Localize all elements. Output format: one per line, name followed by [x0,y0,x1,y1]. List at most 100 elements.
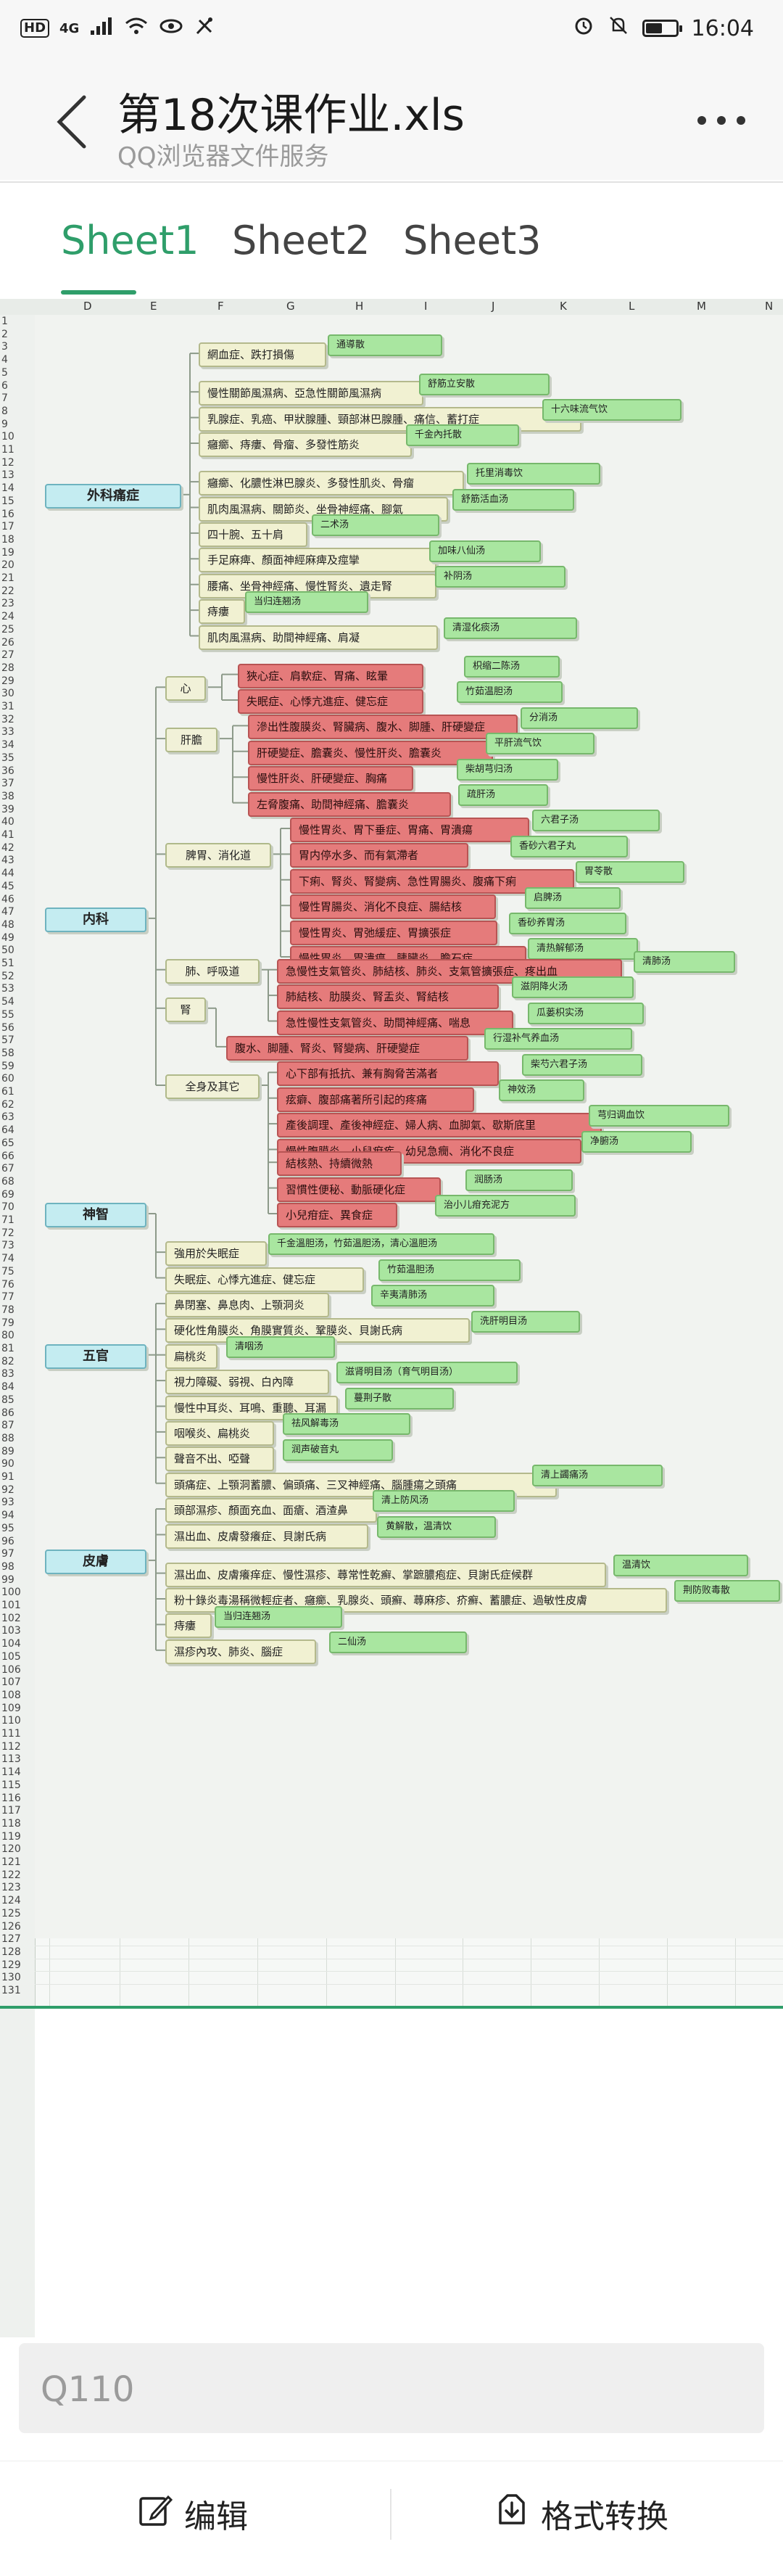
row-number[interactable]: 85 [1,1394,14,1406]
row-number[interactable]: 103 [1,1625,21,1637]
row-number[interactable]: 72 [1,1227,14,1239]
cell-reference-bar[interactable]: Q110 [19,2343,764,2433]
row-number[interactable]: 50 [1,945,14,957]
row-number[interactable]: 25 [1,623,14,635]
row-number[interactable]: 121 [1,1856,21,1868]
row-number[interactable]: 38 [1,790,14,802]
row-number[interactable]: 82 [1,1355,14,1367]
row-number[interactable]: 86 [1,1407,14,1419]
tab-sheet2[interactable]: Sheet2 [232,218,370,263]
row-number[interactable]: 130 [1,1972,21,1984]
column-label[interactable]: D [83,300,92,313]
row-number[interactable]: 73 [1,1240,14,1252]
empty-cells[interactable] [35,2009,783,2337]
row-number[interactable]: 26 [1,636,14,649]
row-number[interactable]: 24 [1,611,14,623]
row-number[interactable]: 37 [1,778,14,790]
row-number[interactable]: 27 [1,649,14,662]
row-number[interactable]: 21 [1,572,14,584]
row-number[interactable]: 39 [1,803,14,815]
row-number[interactable]: 78 [1,1304,14,1316]
row-number[interactable]: 31 [1,701,14,712]
row-number[interactable]: 74 [1,1253,14,1265]
row-number[interactable]: 56 [1,1021,14,1034]
row-number[interactable]: 110 [1,1715,21,1727]
row-number[interactable]: 10 [1,431,14,443]
row-number[interactable]: 64 [1,1124,14,1137]
row-number[interactable]: 117 [1,1805,21,1817]
row-number[interactable]: 71 [1,1214,14,1226]
tab-sheet1[interactable]: Sheet1 [61,218,199,263]
row-number[interactable]: 20 [1,559,14,572]
row-number[interactable]: 108 [1,1689,21,1701]
row-number[interactable]: 34 [1,739,14,752]
row-number[interactable]: 92 [1,1484,14,1496]
row-number[interactable]: 127 [1,1933,21,1946]
column-label[interactable]: K [560,300,567,313]
row-number[interactable]: 3 [1,341,8,353]
row-number[interactable]: 66 [1,1150,14,1162]
row-number[interactable]: 59 [1,1060,14,1072]
row-number[interactable]: 99 [1,1573,14,1586]
row-number[interactable]: 23 [1,598,14,610]
row-number[interactable]: 61 [1,1086,14,1098]
back-arrow-icon[interactable] [51,93,94,151]
row-number[interactable]: 83 [1,1368,14,1380]
column-label[interactable]: G [286,300,295,313]
row-number[interactable]: 104 [1,1638,21,1650]
row-number[interactable]: 57 [1,1034,14,1047]
row-number[interactable]: 35 [1,752,14,764]
row-number[interactable]: 54 [1,996,14,1008]
row-number[interactable]: 128 [1,1946,21,1958]
column-label[interactable]: L [629,300,635,313]
row-number[interactable]: 55 [1,1008,14,1021]
row-number[interactable]: 111 [1,1728,21,1740]
row-number[interactable]: 88 [1,1432,14,1444]
row-number[interactable]: 101 [1,1600,21,1611]
row-number[interactable]: 113 [1,1753,21,1766]
row-number[interactable]: 120 [1,1843,21,1856]
row-number[interactable]: 123 [1,1882,21,1894]
row-number[interactable]: 36 [1,765,14,777]
row-number[interactable]: 1 [1,316,8,327]
row-number[interactable]: 105 [1,1650,21,1663]
row-number[interactable]: 33 [1,726,14,738]
row-number[interactable]: 18 [1,533,14,546]
row-number[interactable]: 60 [1,1073,14,1085]
more-options-icon[interactable] [697,116,745,125]
row-number[interactable]: 119 [1,1830,21,1843]
row-number[interactable]: 51 [1,958,14,969]
row-number[interactable]: 28 [1,662,14,674]
row-number[interactable]: 49 [1,931,14,944]
row-number[interactable]: 22 [1,585,14,597]
row-number[interactable]: 40 [1,816,14,828]
row-number[interactable]: 95 [1,1522,14,1534]
row-number[interactable]: 8 [1,405,8,417]
row-number[interactable]: 15 [1,495,14,507]
row-number[interactable]: 70 [1,1201,14,1214]
row-number[interactable]: 69 [1,1188,14,1201]
row-number[interactable]: 125 [1,1907,21,1919]
row-number[interactable]: 93 [1,1497,14,1509]
row-number[interactable]: 80 [1,1330,14,1342]
row-number[interactable]: 53 [1,983,14,995]
column-label[interactable]: E [150,300,157,313]
row-number[interactable]: 11 [1,444,14,456]
row-number[interactable]: 68 [1,1175,14,1188]
row-number[interactable]: 109 [1,1702,21,1714]
row-number[interactable]: 6 [1,379,8,392]
row-number[interactable]: 45 [1,880,14,892]
row-number[interactable]: 4 [1,354,8,366]
row-number[interactable]: 48 [1,918,14,931]
row-number[interactable]: 97 [1,1548,14,1560]
row-number[interactable]: 106 [1,1663,21,1676]
row-number[interactable]: 76 [1,1278,14,1291]
row-number[interactable]: 87 [1,1420,14,1432]
row-number[interactable]: 98 [1,1560,14,1573]
row-number[interactable]: 5 [1,366,8,379]
row-number[interactable]: 84 [1,1381,14,1394]
row-number[interactable]: 114 [1,1766,21,1779]
row-number[interactable]: 42 [1,841,14,854]
row-number[interactable]: 122 [1,1869,21,1881]
